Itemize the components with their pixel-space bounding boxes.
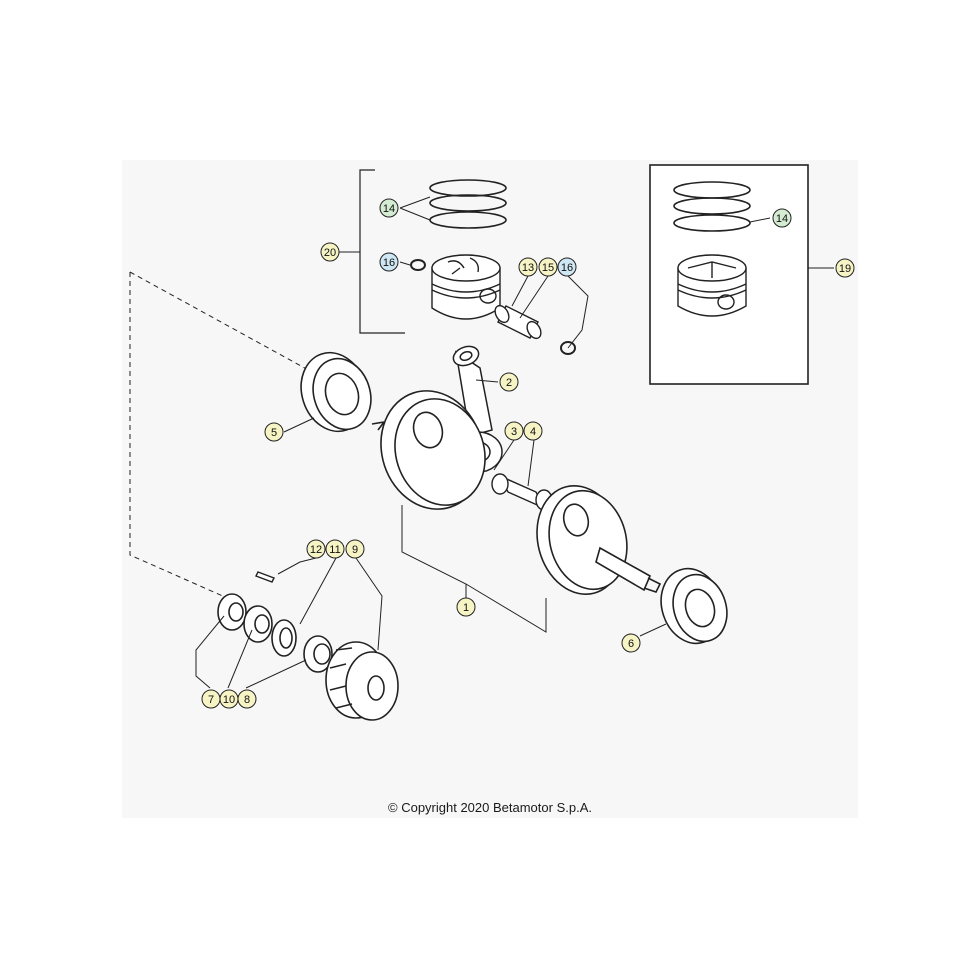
callout-16-right: 16	[557, 257, 577, 277]
callout-20: 20	[320, 242, 340, 262]
callout-label: 11	[329, 544, 340, 556]
callout-circle	[325, 539, 345, 559]
callout-label: 4	[530, 426, 536, 438]
callout-label: 10	[223, 694, 235, 706]
callout-label: 15	[542, 262, 554, 274]
callout-11: 11	[325, 539, 345, 559]
callout-5: 5	[264, 422, 284, 442]
callout-10: 10	[219, 689, 239, 709]
ball-bearing-part	[300, 351, 372, 433]
callout-9: 9	[345, 539, 365, 559]
callout-circle	[518, 257, 538, 277]
callout-8: 8	[237, 689, 257, 709]
piston-rings-part	[673, 181, 751, 232]
callout-13: 13	[518, 257, 538, 277]
callout-circle	[306, 539, 326, 559]
circlip-part	[410, 259, 426, 271]
callout-14-box: 14	[772, 208, 792, 228]
callout-circle	[237, 689, 257, 709]
callout-circle	[772, 208, 792, 228]
callout-circle	[320, 242, 340, 262]
crankshaft-half-part	[371, 390, 486, 510]
ball-bearing-part	[660, 567, 728, 645]
copyright-notice: © Copyright 2020 Betamotor S.p.A.	[388, 800, 592, 815]
callout-label: 16	[383, 257, 395, 269]
callout-label: 19	[839, 263, 851, 275]
callout-label: 13	[522, 262, 534, 274]
gear-part	[325, 641, 399, 721]
callout-label: 5	[271, 427, 277, 439]
bushing-part	[217, 593, 247, 631]
washer-part	[271, 619, 297, 657]
spacer-part	[303, 635, 333, 673]
pin-part	[255, 571, 275, 583]
callout-7: 7	[201, 689, 221, 709]
piston-part	[677, 254, 747, 317]
callout-2: 2	[499, 372, 519, 392]
callout-1: 1	[456, 597, 476, 617]
callout-label: 9	[352, 544, 358, 556]
callout-label: 1	[463, 602, 469, 614]
callout-circle	[379, 252, 399, 272]
callout-circle	[379, 198, 399, 218]
callout-circle	[621, 633, 641, 653]
callout-label: 8	[244, 694, 250, 706]
piston-pin-part	[494, 304, 542, 340]
callout-label: 12	[310, 544, 322, 556]
callout-label: 2	[506, 377, 512, 389]
callout-19: 19	[835, 258, 855, 278]
callout-circle	[345, 539, 365, 559]
callout-circle	[538, 257, 558, 277]
leader-lines	[195, 196, 834, 689]
callout-label: 20	[324, 247, 336, 259]
crank-pin-part	[491, 473, 553, 511]
callout-circle	[499, 372, 519, 392]
callout-16-left: 16	[379, 252, 399, 272]
callout-circle	[456, 597, 476, 617]
callout-4: 4	[523, 421, 543, 441]
callout-label: 14	[776, 213, 788, 225]
callout-15: 15	[538, 257, 558, 277]
callout-circle	[523, 421, 543, 441]
callout-circle	[264, 422, 284, 442]
callout-circle	[504, 421, 524, 441]
callout-circle	[557, 257, 577, 277]
callout-label: 16	[561, 262, 573, 274]
callout-label: 6	[628, 638, 634, 650]
dashed-alignment-line	[129, 271, 313, 598]
piston-part	[431, 254, 501, 320]
nut-part	[243, 605, 273, 643]
circlip-part	[560, 341, 576, 355]
callout-3: 3	[504, 421, 524, 441]
callout-label: 14	[383, 203, 395, 215]
callout-label: 3	[511, 426, 517, 438]
crankshaft-half-part	[536, 484, 662, 596]
callout-label: 7	[208, 694, 214, 706]
callout-14-top: 14	[379, 198, 399, 218]
callout-12: 12	[306, 539, 326, 559]
callout-6: 6	[621, 633, 641, 653]
callout-circle	[835, 258, 855, 278]
